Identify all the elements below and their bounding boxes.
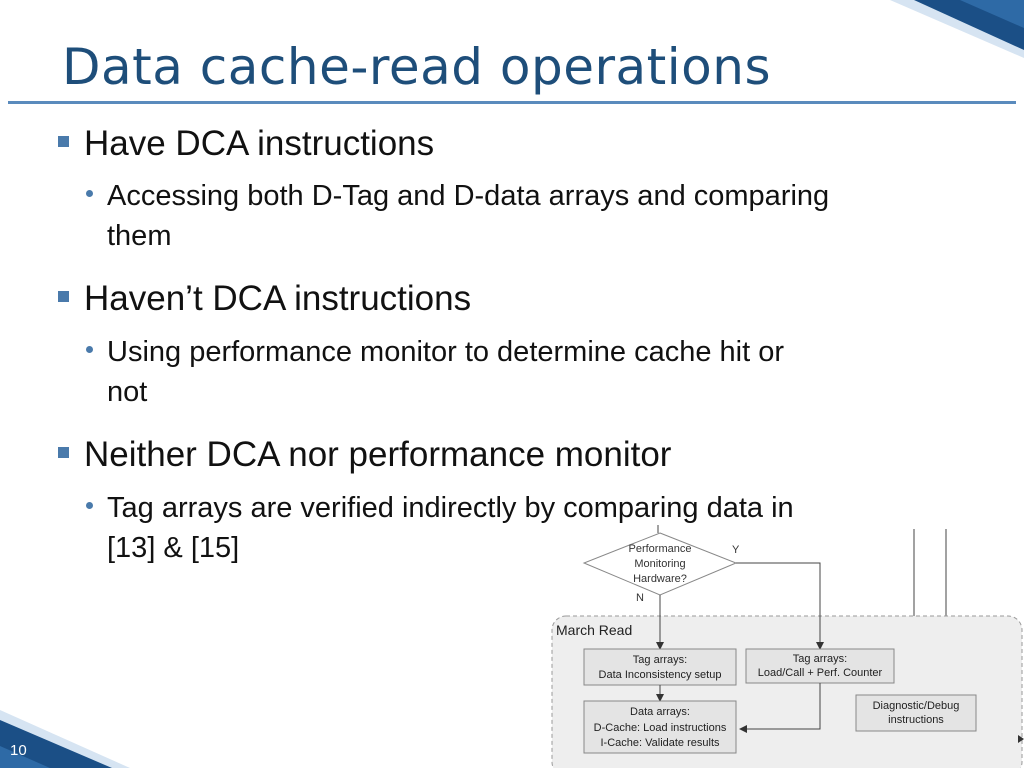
dot-bullet-icon	[86, 190, 93, 197]
box-label: I-Cache: Validate results	[600, 737, 720, 749]
box-label: instructions	[888, 714, 944, 726]
bullet-item: Haven’t DCA instructions	[58, 279, 471, 319]
sub-bullet-item: Tag arrays are verified indirectly by co…	[86, 488, 967, 568]
no-label: N	[636, 592, 644, 604]
decision-label: Hardware?	[633, 573, 687, 585]
sub-bullet-item: Using performance monitor to determine c…	[86, 332, 967, 412]
bullet-text: Have DCA instructions	[84, 124, 435, 163]
box-label: Data arrays:	[630, 706, 690, 718]
edge-arrow-icon	[1018, 735, 1024, 743]
bullet-text: Neither DCA nor performance monitor	[84, 435, 672, 474]
yes-arrow	[736, 562, 824, 650]
slide-title: Data cache-read operations	[62, 38, 771, 96]
sub-bullet-item: Accessing both D-Tag and D-data arrays a…	[86, 176, 967, 256]
box-label: D-Cache: Load instructions	[594, 722, 727, 734]
flowchart-figure: March Read Performance Monitoring Hardwa…	[551, 525, 1024, 768]
decision-label: Performance	[629, 543, 692, 555]
box-label: Tag arrays:	[793, 653, 847, 665]
top-right-corner-decoration	[890, 0, 1024, 58]
diagnostic-box	[855, 694, 977, 732]
title-underline	[8, 101, 1016, 104]
bullet-item: Have DCA instructions	[58, 124, 434, 164]
sub-bullet-line: them	[107, 220, 172, 252]
dot-bullet-icon	[86, 346, 93, 353]
bullet-text: Haven’t DCA instructions	[84, 279, 472, 318]
sub-bullet-line: not	[107, 376, 148, 408]
group-label: March Read	[556, 622, 632, 638]
data-arrays-box	[583, 700, 737, 754]
box-label: Load/Call + Perf. Counter	[758, 667, 883, 679]
dot-bullet-icon	[86, 502, 93, 509]
box-label: Data Inconsistency setup	[599, 669, 722, 681]
yes-label: Y	[732, 544, 740, 556]
sub-bullet-line: Accessing both D-Tag and D-data arrays a…	[107, 180, 830, 212]
sub-bullet-line: Tag arrays are verified indirectly by co…	[107, 492, 794, 524]
square-bullet-icon	[58, 136, 69, 147]
bottom-left-corner-decoration	[0, 710, 130, 768]
page-number: 10	[10, 742, 27, 759]
tag-load-box	[745, 648, 895, 684]
square-bullet-icon	[58, 447, 69, 458]
square-bullet-icon	[58, 291, 69, 302]
sub-bullet-line: Using performance monitor to determine c…	[107, 336, 784, 368]
decision-label: Monitoring	[634, 558, 685, 570]
connector-line	[739, 683, 821, 733]
tag-setup-box	[583, 648, 737, 686]
bullet-item: Neither DCA nor performance monitor	[58, 435, 671, 475]
sub-bullet-line: [13] & [15]	[107, 532, 240, 564]
box-label: Tag arrays:	[633, 654, 687, 666]
box-label: Diagnostic/Debug	[873, 700, 960, 712]
